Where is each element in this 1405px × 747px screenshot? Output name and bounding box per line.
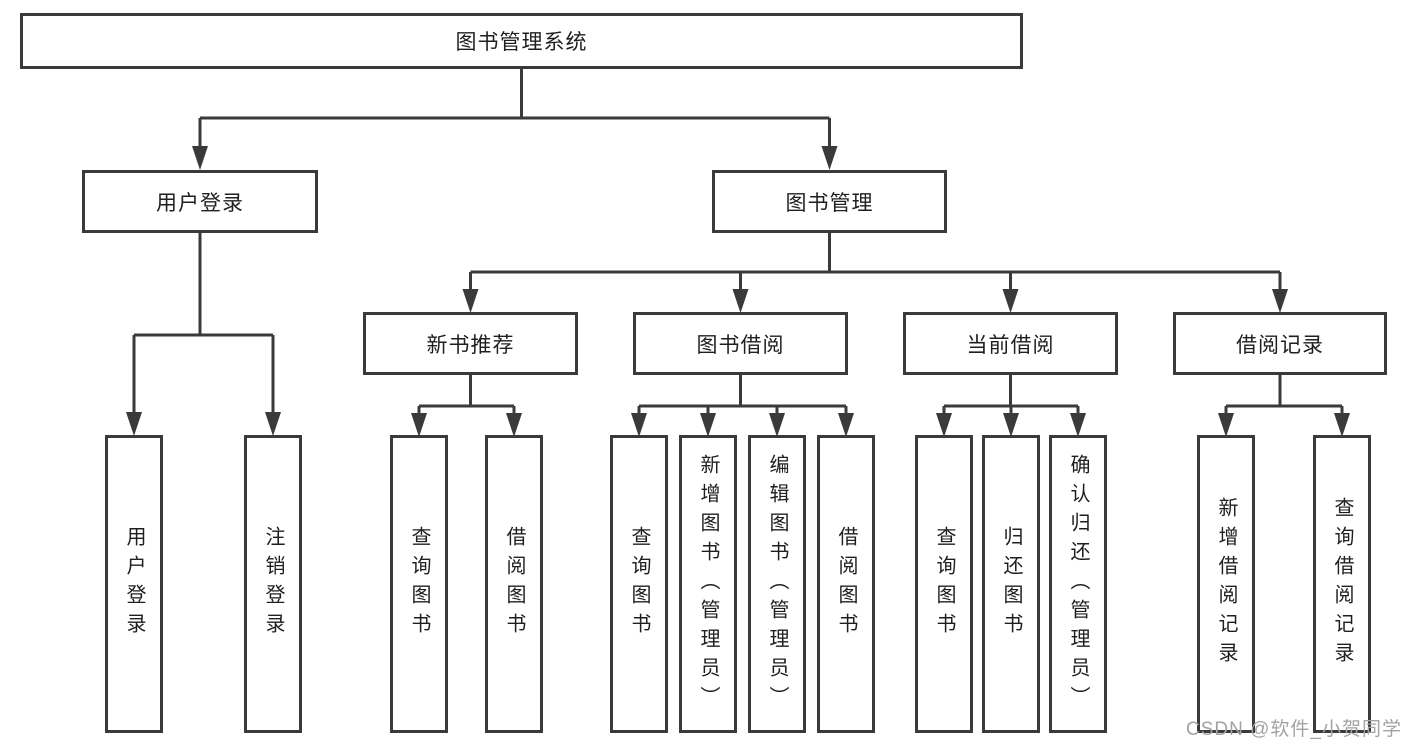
leaf-records-query-record: 查询借阅记录 <box>1313 435 1371 733</box>
connector-new-book-recommend-to-leaves <box>411 375 522 437</box>
node-new-book-recommend: 新书推荐 <box>363 312 578 375</box>
leaf-current-confirm-return-label: 确认归还（管理员） <box>1067 453 1089 715</box>
leaf-borrow-edit-books-label: 编辑图书（管理员） <box>766 453 788 715</box>
leaf-borrow-edit-books: 编辑图书（管理员） <box>748 435 806 733</box>
leaf-logout-label: 注销登录 <box>262 526 284 642</box>
leaf-records-query-record-label: 查询借阅记录 <box>1331 497 1353 671</box>
leaf-rec-borrow-books-label: 借阅图书 <box>503 526 525 642</box>
node-book-borrow: 图书借阅 <box>633 312 848 375</box>
leaf-borrow-add-books: 新增图书（管理员） <box>679 435 737 733</box>
node-root: 图书管理系统 <box>20 13 1023 69</box>
leaf-current-confirm-return: 确认归还（管理员） <box>1049 435 1107 733</box>
watermark-text: CSDN @软件_小贺同学 <box>1186 719 1402 740</box>
connector-book-management-to-level3 <box>462 233 1288 313</box>
leaf-rec-query-books: 查询图书 <box>390 435 448 733</box>
leaf-rec-query-books-label: 查询图书 <box>408 526 430 642</box>
node-book-management: 图书管理 <box>712 170 947 233</box>
leaf-rec-borrow-books: 借阅图书 <box>485 435 543 733</box>
connector-borrow-records-to-leaves <box>1218 375 1350 437</box>
leaf-user-login: 用户登录 <box>105 435 163 733</box>
connector-current-borrow-to-leaves <box>936 375 1086 437</box>
leaf-borrow-add-books-label: 新增图书（管理员） <box>697 453 719 715</box>
connector-root-to-level2 <box>192 69 838 170</box>
leaf-logout: 注销登录 <box>244 435 302 733</box>
leaf-borrow-borrow-books-label: 借阅图书 <box>835 526 857 642</box>
leaf-borrow-query-books: 查询图书 <box>610 435 668 733</box>
node-current-borrow: 当前借阅 <box>903 312 1118 375</box>
leaf-current-query-books-label: 查询图书 <box>933 526 955 642</box>
leaf-current-query-books: 查询图书 <box>915 435 973 733</box>
leaf-current-return-books: 归还图书 <box>982 435 1040 733</box>
connector-user-login-to-leaves <box>126 233 281 436</box>
leaf-records-add-record-label: 新增借阅记录 <box>1215 497 1237 671</box>
node-borrow-records: 借阅记录 <box>1173 312 1387 375</box>
leaf-borrow-borrow-books: 借阅图书 <box>817 435 875 733</box>
leaf-current-return-books-label: 归还图书 <box>1000 526 1022 642</box>
leaf-user-login-label: 用户登录 <box>123 526 145 642</box>
connector-book-borrow-to-leaves <box>631 375 854 437</box>
node-user-login: 用户登录 <box>82 170 318 233</box>
leaf-borrow-query-books-label: 查询图书 <box>628 526 650 642</box>
leaf-records-add-record: 新增借阅记录 <box>1197 435 1255 733</box>
